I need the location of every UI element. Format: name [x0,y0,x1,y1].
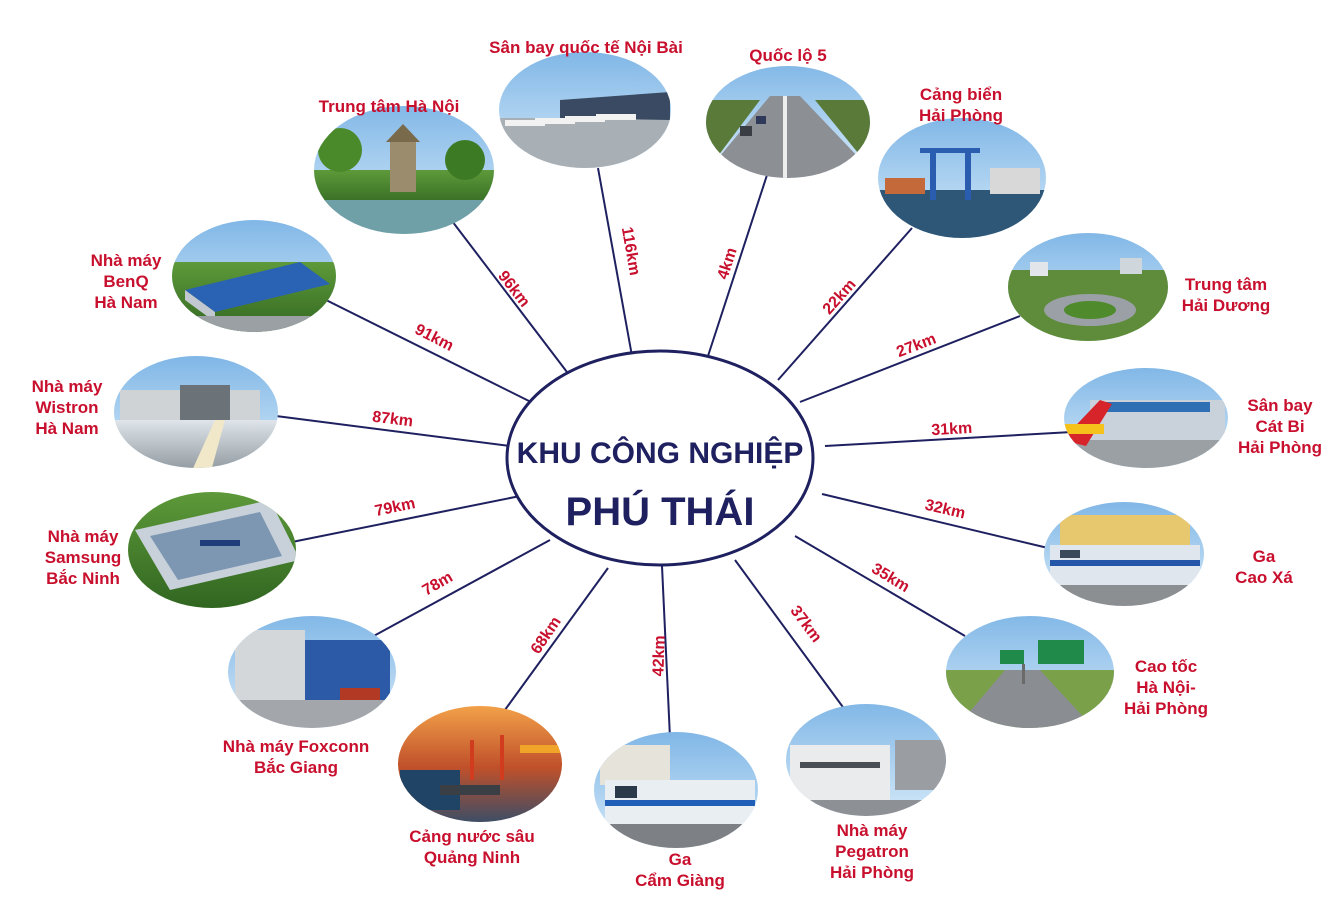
hub-title-line2: PHÚ THÁI [566,488,755,534]
airport-planes-photo [499,52,671,168]
spoke-wistron [275,415,511,447]
distance-san-bay-noi-bai: 116km [618,226,643,277]
hub: KHU CÔNG NGHIỆP PHÚ THÁI [505,349,815,567]
label-pegatron: Nhà máy Pegatron Hải Phòng [829,821,915,882]
label-trung-tam-ha-noi: Trung tâm Hà Nội [318,97,460,116]
spoke-ga-cao-xa [821,493,1049,549]
spoke-trung-tam-ha-noi [432,195,571,377]
container-port-photo [398,706,562,822]
samsung-factory-photo [128,492,296,608]
seaport-cranes-photo [878,118,1046,238]
expressway-photo [946,616,1114,728]
train-station-photo [1044,502,1204,606]
spoke-pegatron [734,559,849,715]
distance-cao-toc: 35km [868,560,912,596]
benq-factory-photo [172,220,336,332]
spoke-san-bay-cat-bi [824,431,1073,447]
distance-wistron: 87km [371,409,414,431]
label-wistron: Nhà máy Wistron Hà Nam [31,377,103,438]
spoke-ga-cam-giang [661,565,671,739]
metro-train-photo [594,732,758,848]
spoke-cao-toc [794,535,966,637]
spoke-cang-quang-ninh [501,567,609,715]
foxconn-factory-photo [228,616,396,728]
label-benq: Nhà máy BenQ Hà Nam [90,251,162,312]
distance-ga-cao-xa: 32km [923,497,967,523]
city-roundabout-photo [1008,233,1168,341]
spoke-samsung [291,495,521,543]
wistron-factory-photo [114,356,278,468]
spoke-san-bay-noi-bai [597,167,633,357]
hub-ellipse [505,349,815,567]
distance-trung-tam-ha-noi: 96km [494,268,533,311]
hoan-kiem-lake-tower-photo [314,106,494,234]
label-cao-toc: Cao tốc Hà Nội- Hải Phòng [1123,657,1209,718]
spoke-cang-bien-hai-phong [777,227,913,381]
distance-benq: 91km [412,321,456,355]
label-ga-cao-xa: Ga Cao Xá [1235,547,1293,587]
hub-title-line1: KHU CÔNG NGHIỆP [517,436,804,470]
label-quoc-lo-5: Quốc lộ 5 [749,46,827,65]
spoke-trung-tam-hai-duong [799,315,1021,403]
distance-san-bay-cat-bi: 31km [931,420,973,439]
spoke-benq [317,295,536,405]
distance-ga-cam-giang: 42km [650,635,668,676]
highway-photo [706,66,870,178]
airport-terminal-photo [1064,368,1228,468]
label-trung-tam-hai-duong: Trung tâm Hải Dương [1181,275,1271,315]
label-san-bay-cat-bi: Sân bay Cát Bi Hải Phòng [1237,396,1323,457]
spoke-foxconn [369,539,551,639]
label-cang-bien-hai-phong: Cảng biển Hải Phòng [918,85,1004,125]
label-san-bay-noi-bai: Sân bay quốc tế Nội Bài [489,38,683,57]
label-ga-cam-giang: Ga Cẩm Giàng [635,850,725,890]
distance-cang-bien-hai-phong: 22km [820,276,860,318]
label-samsung: Nhà máy Samsung Bắc Ninh [44,527,122,588]
spoke-quoc-lo-5 [707,171,769,357]
distance-samsung: 79km [373,495,417,520]
label-cang-quang-ninh: Cảng nước sâu Quảng Ninh [409,827,535,867]
pegatron-factory-photo [786,704,946,816]
label-foxconn: Nhà máy Foxconn Bắc Giang [222,737,370,777]
distance-quoc-lo-5: 4km [715,246,741,282]
